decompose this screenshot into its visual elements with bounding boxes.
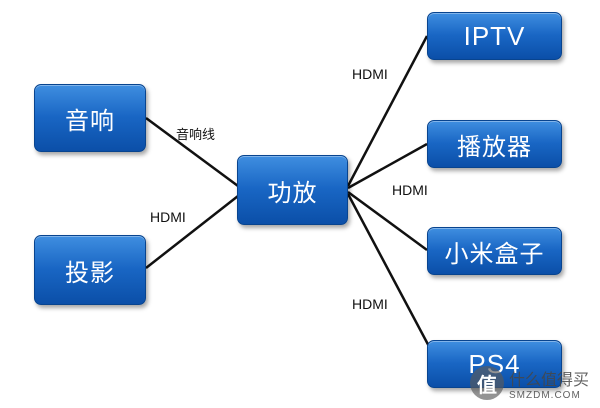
node-iptv: IPTV [427,12,562,60]
node-player-label: 播放器 [457,132,532,161]
watermark-text-cn: 什么值得买 [509,369,590,389]
link-amplifier-mibox [347,190,428,252]
edge-label-hdmi-projector: HDMI [150,209,186,225]
edge-label-hdmi-ps4: HDMI [352,296,388,312]
node-amplifier-label: 功放 [267,178,318,207]
edge-label-hdmi-iptv: HDMI [352,66,388,82]
node-player: 播放器 [427,120,562,168]
link-speaker-amplifier [145,116,239,188]
link-amplifier-iptv [346,35,429,187]
link-amplifier-ps4 [346,193,434,353]
node-amplifier: 功放 [237,155,348,225]
node-projector: 投影 [34,235,146,305]
link-amplifier-player [347,142,428,190]
node-speaker-label: 音响 [65,106,115,135]
watermark-text-en: SMZDM.COM [509,389,581,401]
link-projector-amplifier [145,195,239,269]
node-speaker: 音响 [34,84,146,152]
node-iptv-label: IPTV [463,20,526,51]
site-watermark: 值 什么值得买 SMZDM.COM [470,360,598,406]
node-projector-label: 投影 [65,258,115,287]
watermark-logo-icon: 值 [470,366,504,400]
edge-label-speaker-cable: 音响线 [176,128,216,143]
node-mibox-label: 小米盒子 [444,239,545,268]
node-mibox: 小米盒子 [427,227,562,275]
edge-label-hdmi-player: HDMI [392,182,428,198]
